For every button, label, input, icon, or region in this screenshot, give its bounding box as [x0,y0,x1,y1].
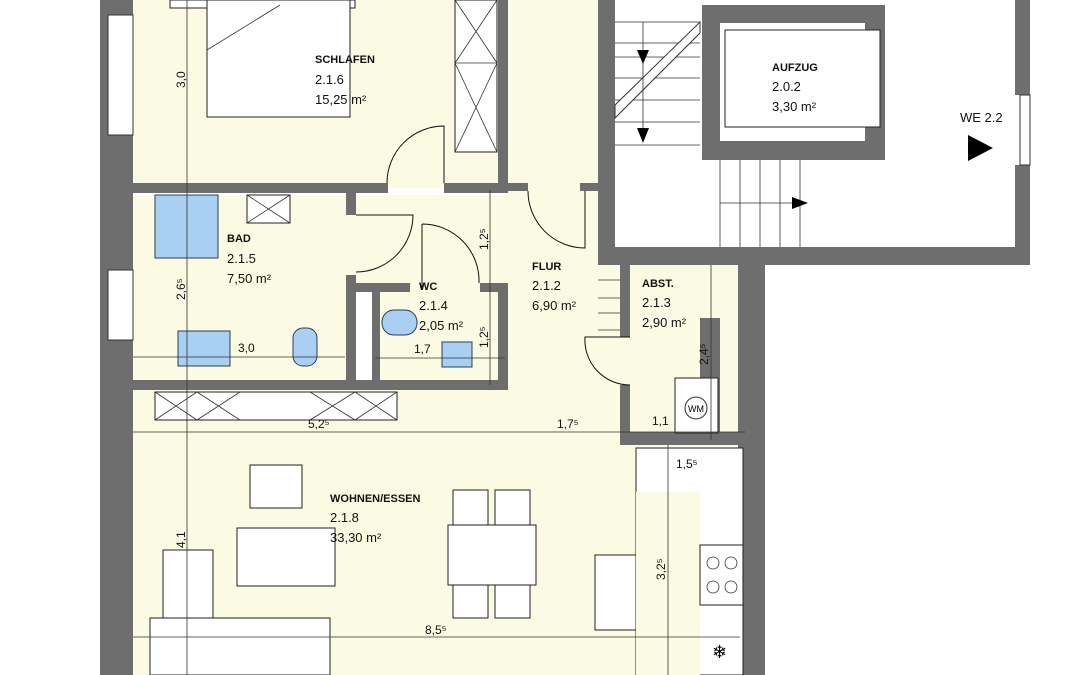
stair-arrow-icon [637,50,649,64]
dim-bad-width: 3,0 [238,341,255,355]
dim-kitchen-height: 3,2⁵ [654,558,668,580]
room-name: SCHLAFEN [315,54,375,66]
bathtub-sink [177,330,231,367]
staircase [598,20,808,331]
room-area: 3,30 m² [772,99,817,114]
room-label-aufzug: AUFZUG 2.0.2 3,30 m² [772,62,818,114]
room-number: 2.0.2 [772,79,801,94]
dim-wc-height-bottom: 1,2⁵ [477,326,491,348]
room-number: 2.1.8 [330,510,359,525]
wc-toilet [381,309,418,336]
room-area: 2,05 m² [419,318,464,333]
dim-kitchen-width: 1,5⁵ [676,457,698,471]
room-area: 2,90 m² [642,315,687,330]
room-number: 2.1.4 [419,298,448,313]
room-name: FLUR [532,261,561,273]
room-number: 2.1.5 [227,251,256,266]
dim-wohnen-height: 4,1 [174,531,188,548]
dimension-labels: 3,0 2,6⁵ 3,0 1,7 1,2⁵ 1,2⁵ 2,4⁵ 1,1 5,2⁵… [174,71,711,637]
dim-bad-height: 2,6⁵ [174,278,188,300]
room-area: 15,25 m² [315,92,367,107]
room-area: 33,30 m² [330,530,382,545]
doors [355,125,993,386]
wc-sink [441,341,473,368]
elevator-cabin [724,29,881,128]
unit-label: WE 2.2 [960,110,1003,125]
room-label-bad: BAD 2.1.5 7,50 m² [227,233,272,286]
dim-width-left: 5,2⁵ [308,417,330,431]
room-name: WOHNEN/ESSEN [330,493,421,505]
room-label-wohnen: WOHNEN/ESSEN 2.1.8 33,30 m² [330,493,421,545]
washer-label: WM [688,404,704,414]
entrance-arrow-icon [968,135,993,161]
room-name: BAD [227,233,251,245]
dim-schlafen-height: 3,0 [174,71,188,88]
dim-width-flur: 1,7⁵ [557,417,579,431]
room-label-wc: WC 2.1.4 2,05 m² [419,281,464,333]
toilet [292,327,318,367]
dim-wohnen-width: 8,5⁵ [425,623,447,637]
windows [107,14,1031,341]
room-area: 6,90 m² [532,298,577,313]
room-name: AUFZUG [772,62,818,74]
room-label-schlafen: SCHLAFEN 2.1.6 15,25 m² [315,54,375,107]
room-label-abst: ABST. 2.1.3 2,90 m² [642,278,687,330]
dim-wc-height-top: 1,2⁵ [477,228,491,250]
freezer-icon: ❄ [712,642,727,662]
dim-abst-width: 1,1 [652,414,669,428]
dim-wc-width: 1,7 [414,342,431,356]
room-label-flur: FLUR 2.1.2 6,90 m² [532,261,577,313]
room-number: 2.1.2 [532,278,561,293]
room-name: WC [419,281,437,293]
shower [154,194,219,259]
room-area: 7,50 m² [227,271,272,286]
room-number: 2.1.6 [315,72,344,87]
dim-abst-height: 2,4⁵ [697,343,711,365]
room-name: ABST. [642,278,674,290]
dimension-lines [133,0,745,675]
room-number: 2.1.3 [642,295,671,310]
